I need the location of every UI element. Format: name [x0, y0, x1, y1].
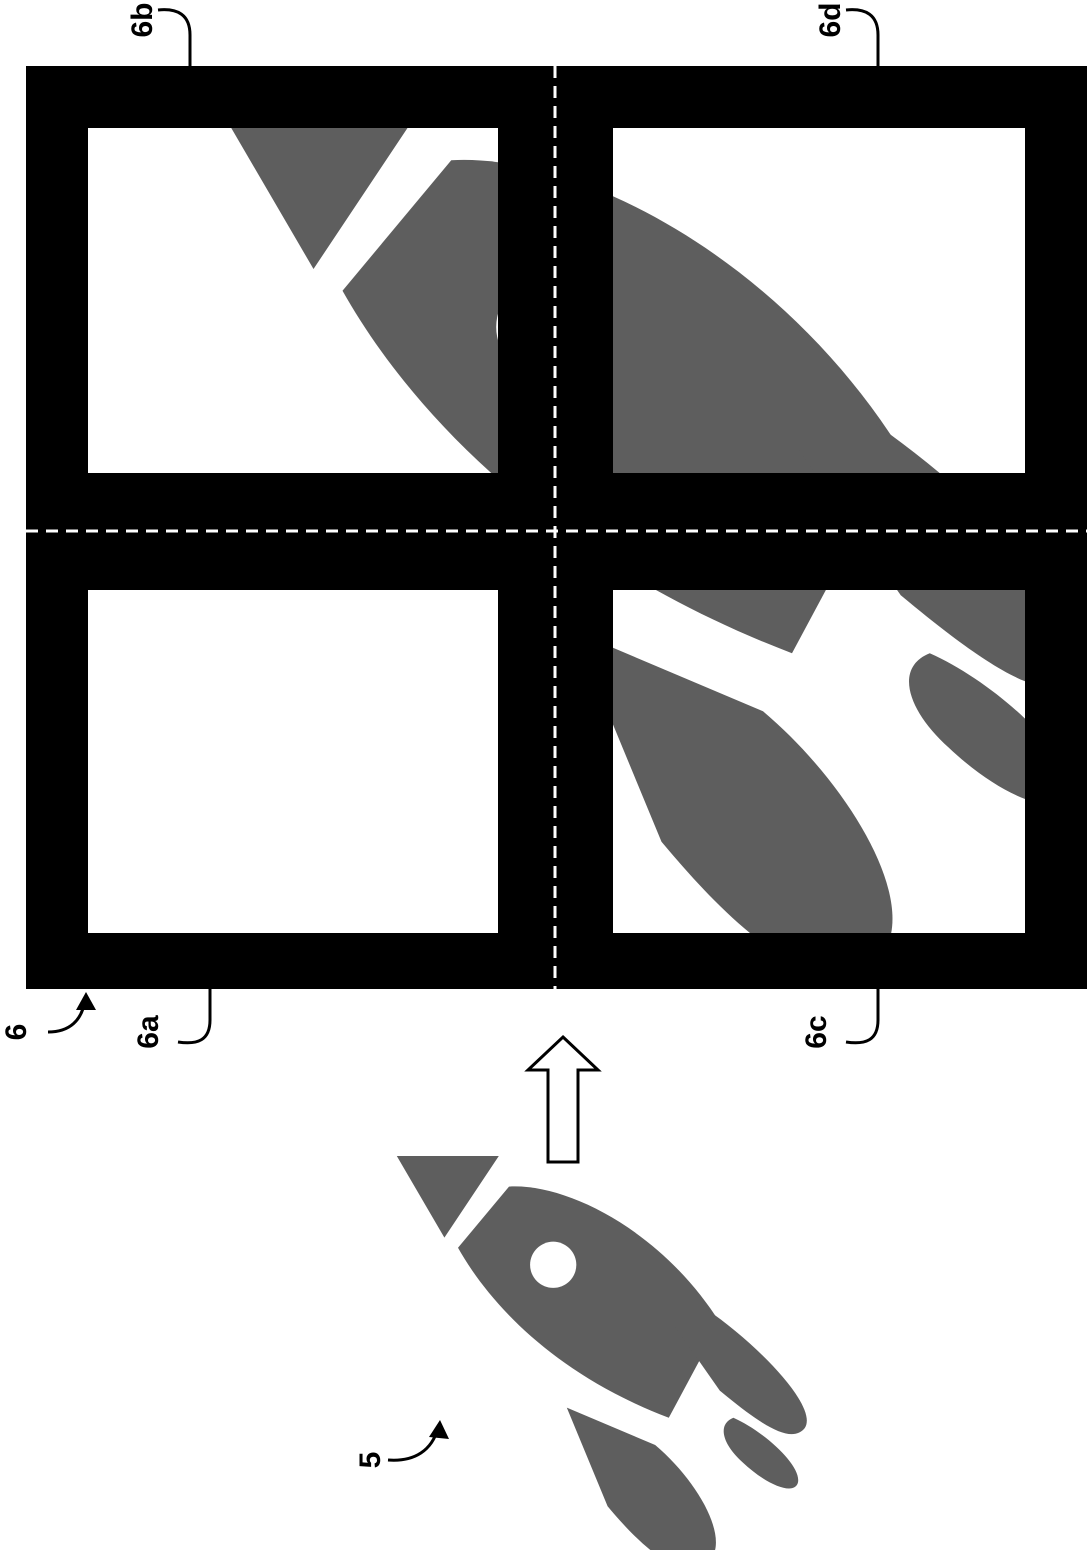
leader-6b — [157, 8, 192, 66]
label-5: 5 — [354, 1452, 387, 1469]
tile-6d — [613, 128, 1025, 473]
leader-6c — [845, 989, 880, 1045]
label-6a: 6a — [132, 1015, 165, 1049]
leader-6a — [177, 989, 212, 1045]
label-6d: 6d — [814, 2, 847, 37]
tile-6a — [88, 590, 498, 933]
tile-6b — [88, 128, 498, 473]
rocket-icon — [396, 1156, 807, 1550]
up-arrow-icon — [524, 1034, 602, 1164]
label-6c: 6c — [800, 1015, 833, 1048]
arrowhead-6 — [76, 992, 96, 1010]
label-6b: 6b — [126, 2, 159, 37]
label-6: 6 — [0, 1024, 33, 1041]
leader-6d — [845, 8, 880, 66]
arrowhead-5 — [429, 1420, 449, 1439]
tile-6c — [613, 590, 1025, 933]
leader-5 — [387, 1427, 440, 1462]
